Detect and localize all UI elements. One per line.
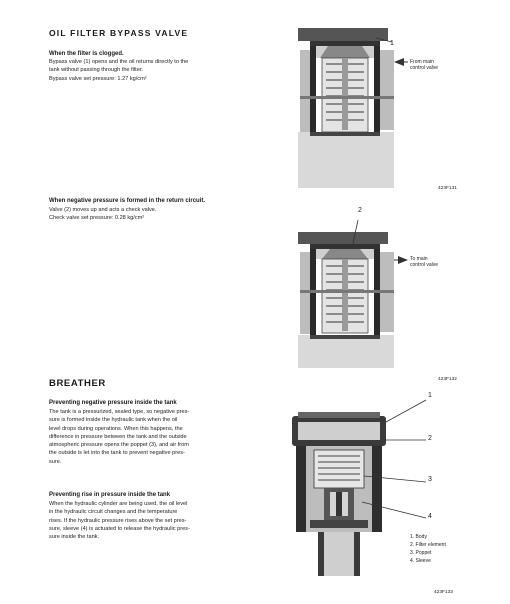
rise-pressure-body: When the hydraulic cylinder are being us… bbox=[49, 500, 190, 541]
callout-filter-element: 2 bbox=[428, 435, 432, 442]
legend-item: 3. Poppet bbox=[410, 550, 432, 556]
clogged-title: When the filter is clogged. bbox=[49, 51, 124, 57]
clogged-body: Bypass valve (1) opens and the oil retur… bbox=[49, 58, 188, 83]
neg-line: level drops during operations. When this… bbox=[49, 425, 183, 432]
neg-line: sure. bbox=[49, 458, 62, 465]
figure-code-3: 423F133 bbox=[434, 590, 453, 595]
section-heading-oil-filter: OIL FILTER BYPASS VALVE bbox=[49, 28, 189, 38]
flow-label-line: From main bbox=[410, 59, 434, 65]
negative-return-title: When negative pressure is formed in the … bbox=[49, 198, 206, 204]
callout-2: 2 bbox=[358, 207, 362, 214]
neg-line: sure is formed inside the hydraulic tank… bbox=[49, 417, 178, 424]
rise-pressure-title: Preventing rise in pressure inside the t… bbox=[49, 492, 171, 498]
callout-1: 1 bbox=[390, 40, 394, 47]
legend-item: 4. Sleeve bbox=[410, 558, 431, 564]
breather-legend: 1. Body 2. Filter element 3. Poppet 4. S… bbox=[410, 533, 446, 565]
figure-code-2: 423F132 bbox=[438, 377, 457, 382]
legend-item: 1. Body bbox=[410, 534, 427, 540]
rise-line: sure, sleeve (4) is actuated to release … bbox=[49, 525, 190, 532]
clogged-line: Bypass valve (1) opens and the oil retur… bbox=[49, 59, 189, 65]
negative-line: Check valve set pressure: 0.28 kg/cm² bbox=[49, 215, 145, 222]
callout-sleeve: 4 bbox=[428, 513, 432, 520]
neg-line: The tank is a pressurized, sealed type, … bbox=[49, 409, 190, 415]
flow-label-line: control valve bbox=[410, 65, 439, 71]
neg-pressure-body: The tank is a pressurized, sealed type, … bbox=[49, 408, 189, 466]
neg-pressure-title: Preventing negative pressure inside the … bbox=[49, 400, 177, 406]
callout-poppet: 3 bbox=[428, 476, 432, 483]
rise-line: sure inside the tank. bbox=[49, 534, 100, 541]
callout-body: 1 bbox=[428, 392, 432, 399]
check-valve-diagram-2 bbox=[298, 219, 408, 368]
legend-item: 2. Filter element bbox=[410, 542, 446, 548]
clogged-line: Bypass valve set pressure: 1.27 kg/cm² bbox=[49, 75, 147, 82]
neg-line: difference in pressure between the tank … bbox=[49, 433, 187, 440]
section-heading-breather: BREATHER bbox=[49, 378, 106, 389]
flow-label-line: control valve bbox=[410, 262, 439, 268]
neg-line: atmospheric pressure opens the poppet (3… bbox=[49, 442, 189, 449]
neg-line: the outside is let into the tank to prev… bbox=[49, 450, 185, 457]
bypass-valve-diagram-1 bbox=[298, 28, 408, 188]
rise-line: rises. If the hydraulic pressure rises a… bbox=[49, 517, 187, 524]
flow-label-line: To main bbox=[410, 256, 428, 262]
flow-label-to: To main control valve bbox=[410, 256, 438, 268]
rise-line: When the hydraulic cylinder are being us… bbox=[49, 501, 188, 507]
breather-diagram bbox=[292, 399, 427, 576]
negative-return-body: Valve (2) moves up and acts a check valv… bbox=[49, 206, 156, 223]
flow-label-from: From main control valve bbox=[410, 59, 438, 71]
rise-line: in the hydraulic circuit changes and the… bbox=[49, 509, 178, 516]
figure-code-1: 423F131 bbox=[438, 186, 457, 191]
clogged-line: tank without passing through the filter. bbox=[49, 67, 143, 74]
negative-line: Valve (2) moves up and acts a check valv… bbox=[49, 207, 157, 213]
